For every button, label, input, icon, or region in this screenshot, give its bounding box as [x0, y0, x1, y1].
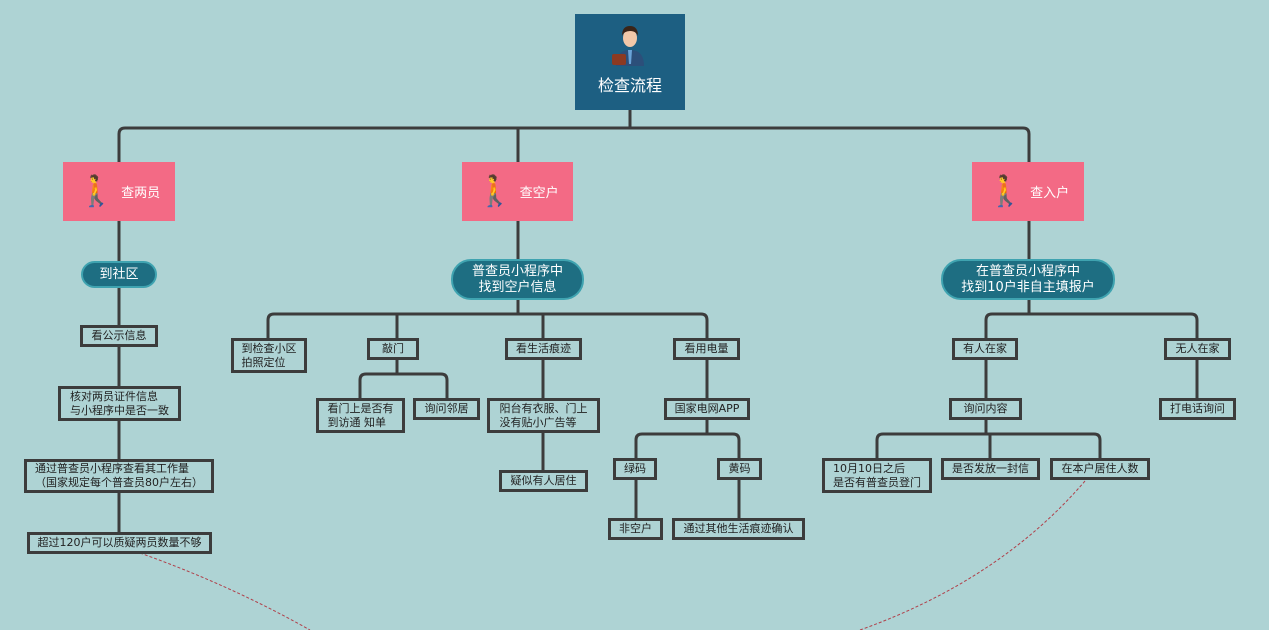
branch-check-empty[interactable]: 🚶 查空户: [462, 162, 573, 221]
node[interactable]: 核对两员证件信息 与小程序中是否一致: [58, 386, 181, 421]
node[interactable]: 看生活痕迹: [505, 338, 582, 360]
branch-title: 查入户: [1030, 186, 1070, 201]
businessman-icon: [612, 26, 644, 66]
node[interactable]: 看门上是否有 到访通 知单: [316, 398, 405, 433]
step-find-households[interactable]: 在普查员小程序中 找到10户非自主填报户: [941, 259, 1115, 300]
node[interactable]: 看公示信息: [80, 325, 158, 347]
node[interactable]: 在本户居住人数: [1050, 458, 1150, 480]
root-node[interactable]: 检查流程: [575, 14, 685, 110]
branch-title: 查空户: [519, 186, 559, 201]
root-title: 检查流程: [597, 76, 662, 95]
node[interactable]: 超过120户可以质疑两员数量不够: [27, 532, 212, 554]
node[interactable]: 看用电量: [673, 338, 740, 360]
node[interactable]: 无人在家: [1164, 338, 1231, 360]
node[interactable]: 通过普查员小程序查看其工作量 （国家规定每个普查员80户左右）: [24, 459, 214, 493]
node[interactable]: 非空户: [608, 518, 663, 540]
node[interactable]: 询问内容: [949, 398, 1022, 420]
node[interactable]: 到检查小区 拍照定位: [231, 338, 307, 373]
node[interactable]: 打电话询问: [1159, 398, 1236, 420]
node[interactable]: 阳台有衣服、门上 没有贴小广告等: [487, 398, 600, 433]
node[interactable]: 是否发放一封信: [941, 458, 1040, 480]
node[interactable]: 通过其他生活痕迹确认: [672, 518, 805, 540]
node[interactable]: 询问邻居: [413, 398, 480, 420]
walking-person-icon: 🚶: [77, 174, 116, 209]
node[interactable]: 疑似有人居住: [499, 470, 588, 492]
walking-person-icon: 🚶: [986, 174, 1025, 209]
node[interactable]: 黄码: [717, 458, 762, 480]
branch-check-household[interactable]: 🚶 查入户: [972, 162, 1084, 221]
branch-check-staff[interactable]: 🚶 查两员: [63, 162, 175, 221]
node[interactable]: 敲门: [367, 338, 419, 360]
node[interactable]: 10月10日之后 是否有普查员登门: [822, 458, 932, 493]
branch-title: 查两员: [121, 186, 161, 201]
walking-person-icon: 🚶: [476, 174, 514, 209]
node[interactable]: 国家电网APP: [664, 398, 750, 420]
node[interactable]: 有人在家: [952, 338, 1018, 360]
step-find-empty[interactable]: 普查员小程序中 找到空户信息: [451, 259, 584, 300]
step-to-community[interactable]: 到社区: [81, 261, 157, 288]
node[interactable]: 绿码: [613, 458, 657, 480]
